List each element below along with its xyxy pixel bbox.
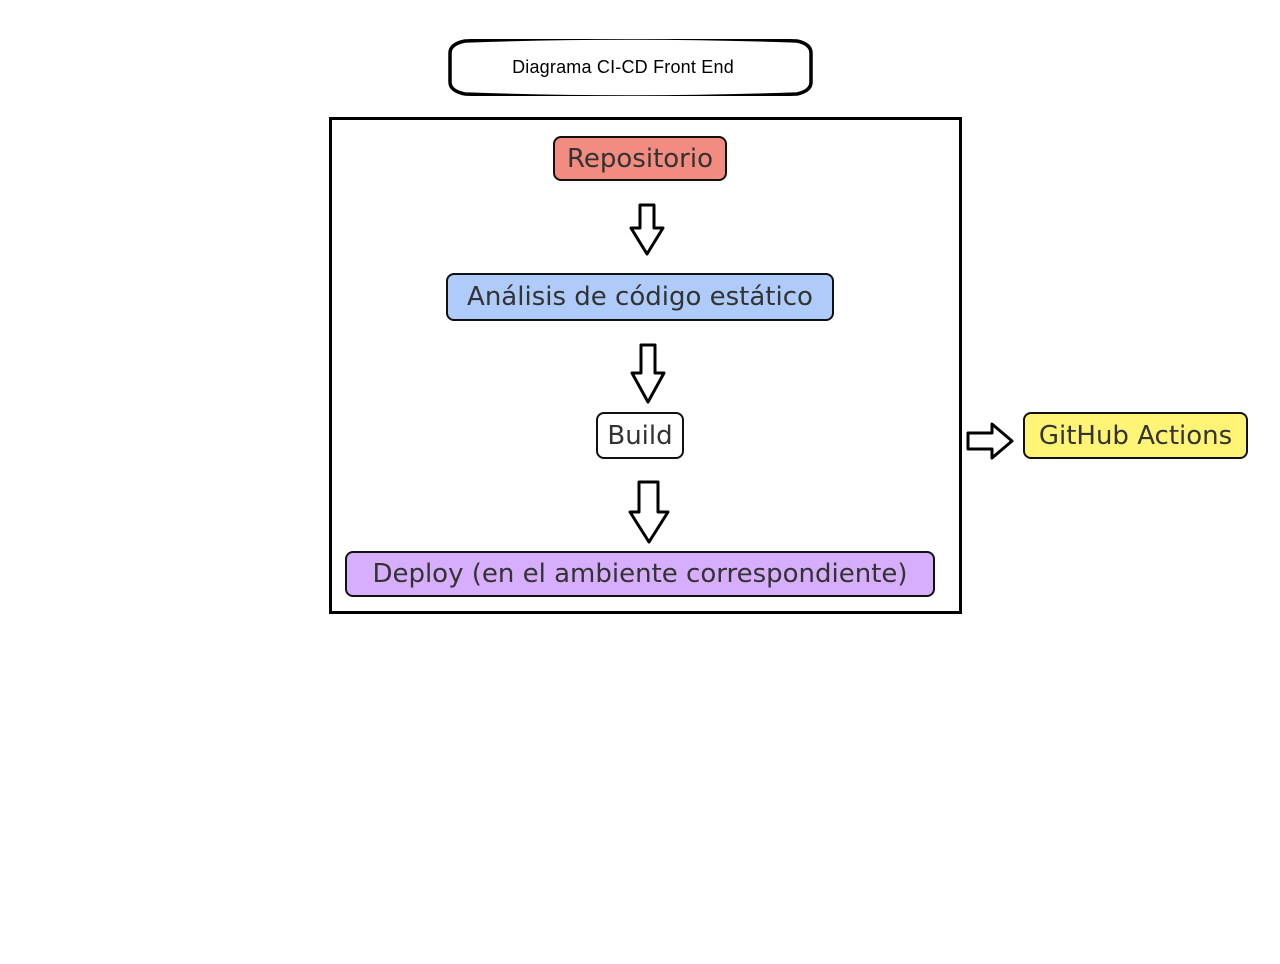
- title-shape: [448, 39, 813, 96]
- arrow-down-icon: [630, 343, 666, 404]
- arrow-right-icon: [966, 422, 1014, 460]
- node-deploy: Deploy (en el ambiente correspondiente): [345, 551, 935, 597]
- arrow-down-icon: [628, 480, 670, 544]
- arrow-down-icon: [629, 203, 665, 256]
- node-github-actions: GitHub Actions: [1023, 412, 1248, 459]
- diagram-title: Diagrama CI-CD Front End: [512, 57, 734, 77]
- node-analisis-estatico: Análisis de código estático: [446, 273, 834, 321]
- node-repositorio: Repositorio: [553, 136, 727, 181]
- node-build: Build: [596, 412, 684, 459]
